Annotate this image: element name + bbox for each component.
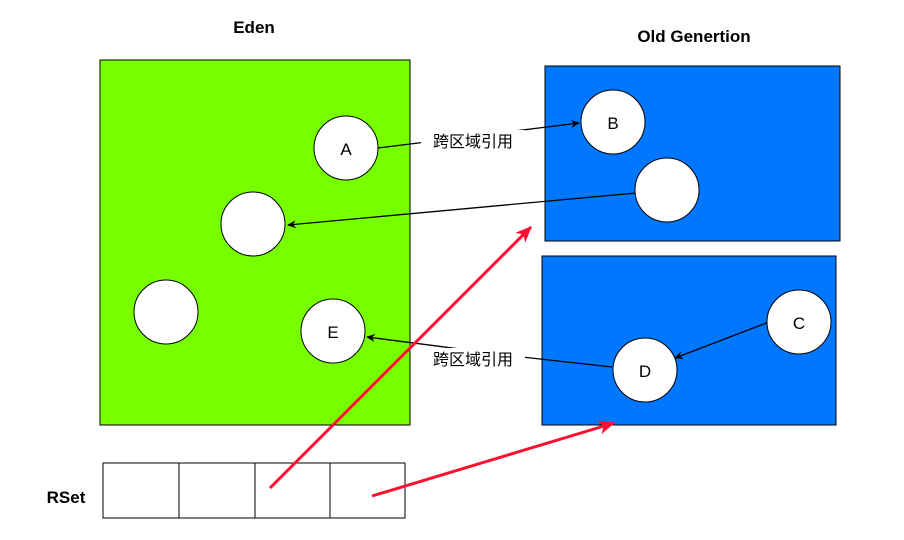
node-label-b: B [607, 114, 618, 133]
old-generation-region-top [544, 65, 841, 242]
node-label-c: C [793, 314, 805, 333]
object-node-b: B [580, 89, 646, 155]
rset-outline [102, 462, 406, 519]
rset-label: RSet [47, 488, 86, 507]
old-generation-title: Old Genertion [637, 27, 750, 46]
object-node-unlabeled [634, 157, 700, 223]
object-node-a: A [313, 115, 379, 181]
eden-title: Eden [233, 18, 275, 37]
rset-pointer-to-old-region-bottom [371, 420, 615, 498]
object-node-unlabeled [220, 191, 286, 257]
node-label-d: D [639, 362, 651, 381]
reference-arrow-c-to-d [674, 321, 770, 359]
object-node-unlabeled [133, 279, 199, 345]
object-node-e: E [300, 298, 366, 364]
rset-table [102, 462, 406, 519]
edge-label-d-to-e: 跨区域引用 [433, 351, 513, 369]
node-label-e: E [327, 323, 338, 342]
edge-label-a-to-b: 跨区域引用 [433, 133, 513, 151]
edge-label-background [421, 348, 525, 370]
edge-label-background [421, 130, 525, 152]
reference-arrow-old-to-eden [287, 192, 637, 229]
object-node-d: D [612, 337, 678, 403]
object-node-c: C [766, 289, 832, 355]
node-label-a: A [340, 140, 352, 159]
rset-pointer-to-old-region-top [268, 225, 533, 490]
